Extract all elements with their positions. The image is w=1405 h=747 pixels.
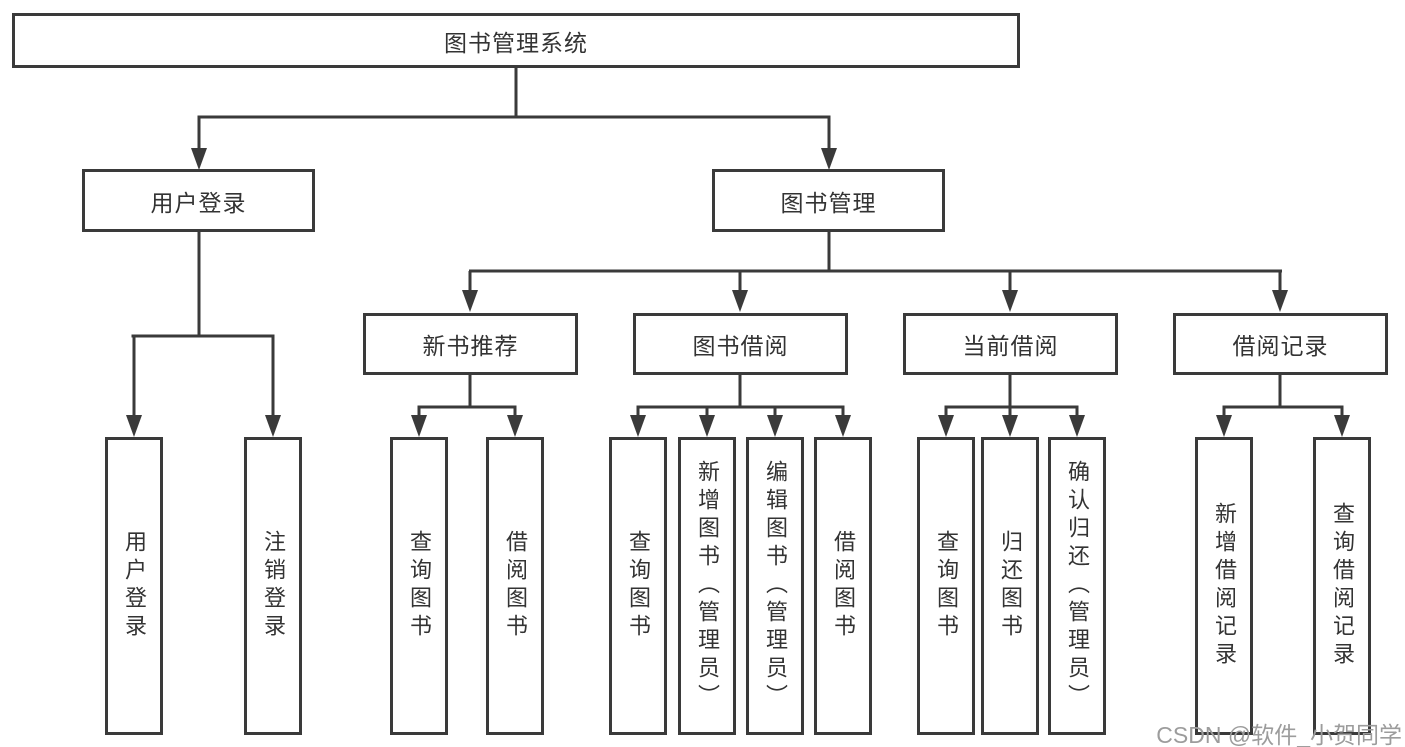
arrow-down-icon — [1334, 415, 1350, 437]
leaf-query-books-3-label: 查询图书 — [934, 530, 959, 642]
leaf-return-books: 归还图书 — [981, 437, 1039, 735]
node-user-login-label: 用户登录 — [150, 189, 247, 216]
node-book-borrow-label: 图书借阅 — [692, 333, 789, 359]
arrow-down-icon — [265, 415, 281, 437]
leaf-query-books-2: 查询图书 — [609, 437, 667, 735]
leaf-borrow-books-1-label: 借阅图书 — [503, 530, 528, 642]
node-library-system-label: 图书管理系统 — [444, 29, 588, 56]
arrow-down-icon — [835, 415, 851, 437]
arrow-down-icon — [821, 148, 837, 170]
node-book-management: 图书管理 — [712, 169, 945, 232]
arrow-down-icon — [1216, 415, 1232, 437]
arrow-down-icon — [507, 415, 523, 437]
node-book-management-label: 图书管理 — [780, 189, 877, 216]
leaf-query-books-2-label: 查询图书 — [626, 530, 651, 642]
leaf-add-borrow-record: 新增借阅记录 — [1195, 437, 1253, 735]
arrow-down-icon — [938, 415, 954, 437]
node-borrow-records-label: 借阅记录 — [1232, 333, 1329, 359]
connector-root-to-level2 — [191, 68, 837, 170]
leaf-edit-books-admin-label: 编辑图书（管理员） — [763, 460, 788, 712]
leaf-return-books-label: 归还图书 — [998, 530, 1023, 642]
arrow-down-icon — [126, 415, 142, 437]
leaf-query-borrow-record: 查询借阅记录 — [1313, 437, 1371, 735]
leaf-confirm-return-admin-label: 确认归还（管理员） — [1065, 460, 1090, 712]
leaf-logout-label: 注销登录 — [261, 530, 286, 642]
leaf-borrow-books-2-label: 借阅图书 — [831, 530, 856, 642]
node-new-book-recommend: 新书推荐 — [363, 313, 578, 375]
node-borrow-records: 借阅记录 — [1173, 313, 1388, 375]
connector-current-borrow-to-leaves — [938, 375, 1085, 437]
arrow-down-icon — [699, 415, 715, 437]
leaf-borrow-books-1: 借阅图书 — [486, 437, 544, 735]
arrow-down-icon — [1002, 415, 1018, 437]
connector-user-login-to-leaves — [126, 232, 281, 437]
arrow-down-icon — [191, 148, 207, 170]
leaf-query-books-1-label: 查询图书 — [407, 530, 432, 642]
arrow-down-icon — [630, 415, 646, 437]
leaf-logout: 注销登录 — [244, 437, 302, 735]
node-library-system: 图书管理系统 — [12, 13, 1020, 68]
arrow-down-icon — [462, 290, 478, 312]
leaf-query-books-1: 查询图书 — [390, 437, 448, 735]
leaf-query-borrow-record-label: 查询借阅记录 — [1330, 502, 1355, 670]
arrow-down-icon — [1272, 290, 1288, 312]
connector-borrow-records-to-leaves — [1216, 375, 1350, 437]
connector-book-borrow-to-leaves — [630, 375, 851, 437]
node-new-book-recommend-label: 新书推荐 — [422, 333, 519, 359]
node-user-login: 用户登录 — [82, 169, 315, 232]
arrow-down-icon — [411, 415, 427, 437]
arrow-down-icon — [767, 415, 783, 437]
leaf-query-books-3: 查询图书 — [917, 437, 975, 735]
connector-book-management-to-level3 — [462, 232, 1288, 312]
leaf-add-books-admin: 新增图书（管理员） — [678, 437, 736, 735]
leaf-borrow-books-2: 借阅图书 — [814, 437, 872, 735]
arrow-down-icon — [732, 290, 748, 312]
arrow-down-icon — [1002, 290, 1018, 312]
arrow-down-icon — [1069, 415, 1085, 437]
leaf-user-login-label: 用户登录 — [122, 530, 147, 642]
node-book-borrow: 图书借阅 — [633, 313, 848, 375]
leaf-confirm-return-admin: 确认归还（管理员） — [1048, 437, 1106, 735]
connector-new-book-recommend-to-leaves — [411, 375, 523, 437]
leaf-edit-books-admin: 编辑图书（管理员） — [746, 437, 804, 735]
leaf-add-books-admin-label: 新增图书（管理员） — [695, 460, 720, 712]
node-current-borrow-label: 当前借阅 — [962, 333, 1059, 359]
watermark: CSDN @软件_小贺同学 — [1156, 722, 1402, 747]
node-current-borrow: 当前借阅 — [903, 313, 1118, 375]
leaf-add-borrow-record-label: 新增借阅记录 — [1212, 502, 1237, 670]
leaf-user-login: 用户登录 — [105, 437, 163, 735]
